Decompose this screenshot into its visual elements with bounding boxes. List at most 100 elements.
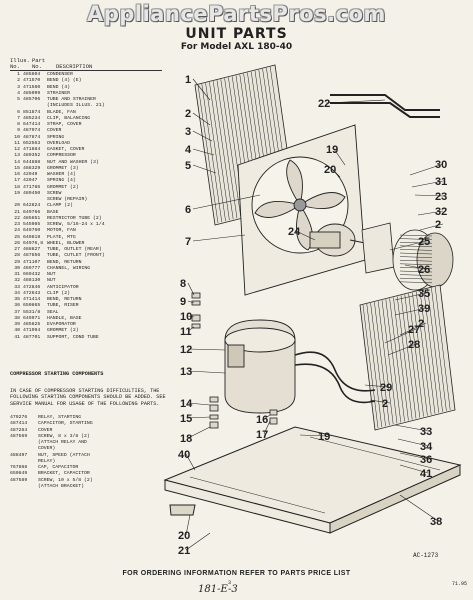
parts-row-ref: 4 [17,90,20,96]
callout-leader [399,452,429,460]
parts-row-num: 489450 [23,190,41,196]
header-part: Part [32,57,46,64]
callout-leader [192,164,217,174]
parts-row-desc: STRAINER [47,90,71,96]
parts-row-num: 488130 [23,278,41,284]
parts-row-num: 485099 [23,90,41,96]
compressor-title: COMPRESSOR STARTING COMPONENTS [10,371,104,377]
parts-row-ref: 26 [14,240,20,246]
callout-number: 16 [256,414,268,426]
callout-leader [399,494,439,522]
parts-row-desc: SCREW (REPAIR) [47,197,88,202]
callout-leader [185,514,191,536]
parts-row-desc: BEND (4) [47,84,71,90]
callout-number: 2 [435,219,441,231]
parts-row-ref: 15 [14,165,20,171]
parts-row-ref: 23 [14,222,20,227]
callout-leader [192,194,261,210]
parts-row-desc: CLIP, BALANCING [47,115,91,121]
parts-row-desc: WHEEL, BLOWER [47,240,85,246]
callout-number: 31 [435,176,447,188]
callout-leader [389,240,427,251]
page-title: UNIT PARTS [185,26,288,42]
compressor-row-desc: COVER [38,427,53,433]
compressor-row-desc: (ATTACH BRACKET) [38,483,85,489]
compressor-row-desc: CAP, CAPACITOR [38,465,79,470]
parts-row-desc: CONDENSER [47,72,73,77]
callout-leader [399,322,427,336]
callout-number: 22 [318,98,330,110]
blower-wheel [392,229,454,291]
model-subtitle: For Model AXL 180-40 [180,42,293,52]
compressor-row-num: 767868 [10,465,28,470]
parts-row-ref: 9 [17,128,20,134]
header-description: DESCRIPTION [56,63,93,70]
parts-row-num: 471414 [23,297,41,302]
callout-number: 14 [180,398,193,410]
parts-row-num: 469777 [23,265,41,271]
parts-row-num: 485234 [23,115,41,121]
parts-row-desc: NUT [47,272,56,277]
watermark-banner: AppliancePartsPros.com [87,2,386,26]
callout-leader [364,384,389,388]
callout-number: 33 [420,426,432,438]
callout-number: 2 [382,398,388,410]
callout-leader [263,420,271,435]
parts-row-desc: (INCLUDES ILLUS. 21) [47,103,105,109]
compressor-note: IN CASE OF COMPRESSOR STARTING DIFFICULT… [10,387,166,407]
parts-row-desc: TUBE, OUTLET (REAR) [47,247,102,252]
callout-leader [185,532,211,551]
callout-number: 32 [435,206,447,218]
callout-leader [414,194,444,197]
callout-number: 10 [180,311,192,323]
parts-row-ref: 2 [17,78,20,84]
callout-number: 40 [178,449,190,461]
parts-row-ref: 31 [14,272,20,277]
parts-row-desc: COVER [47,128,62,134]
callout-number: 9 [180,296,186,308]
callout-leader [419,223,444,231]
parts-row-num: 472846 [23,284,41,290]
callout-leader [325,99,386,104]
ordering-footer: FOR ORDERING INFORMATION REFER TO PARTS … [122,570,351,577]
callout-leader [409,163,444,176]
parts-row-desc: EVAPORATOR [47,322,76,327]
parts-row-num: 488329 [23,165,41,171]
callout-number: 25 [418,236,430,248]
compressor-row: (ATTACH RELAY AND [10,440,180,446]
parts-row-num: 488827 [23,247,41,252]
parts-row-ref: 27 [14,247,20,252]
callout-number: 30 [435,159,447,171]
page-number: 3 [228,580,232,586]
compressor-row-num: 487569 [10,433,28,439]
parts-row-ref: 17 [14,178,20,184]
compressor-row-num: 650849 [10,471,28,477]
tubing [330,94,440,118]
callout-number: 1 [185,74,191,86]
compressor-row-desc: COVER) [38,446,56,452]
callout-number: 19 [326,144,338,156]
parts-row-num: 649971 [23,315,41,321]
parts-row-num: 649766 [23,209,41,215]
callout-number: 27 [408,324,420,336]
parts-row-num: 471560 [23,84,41,90]
parts-row-num: 650865 [23,303,41,309]
fan-motor [309,223,376,257]
corner-code: 71.95 [452,581,468,587]
callout-leader [187,426,211,439]
callout-leader [369,399,391,404]
